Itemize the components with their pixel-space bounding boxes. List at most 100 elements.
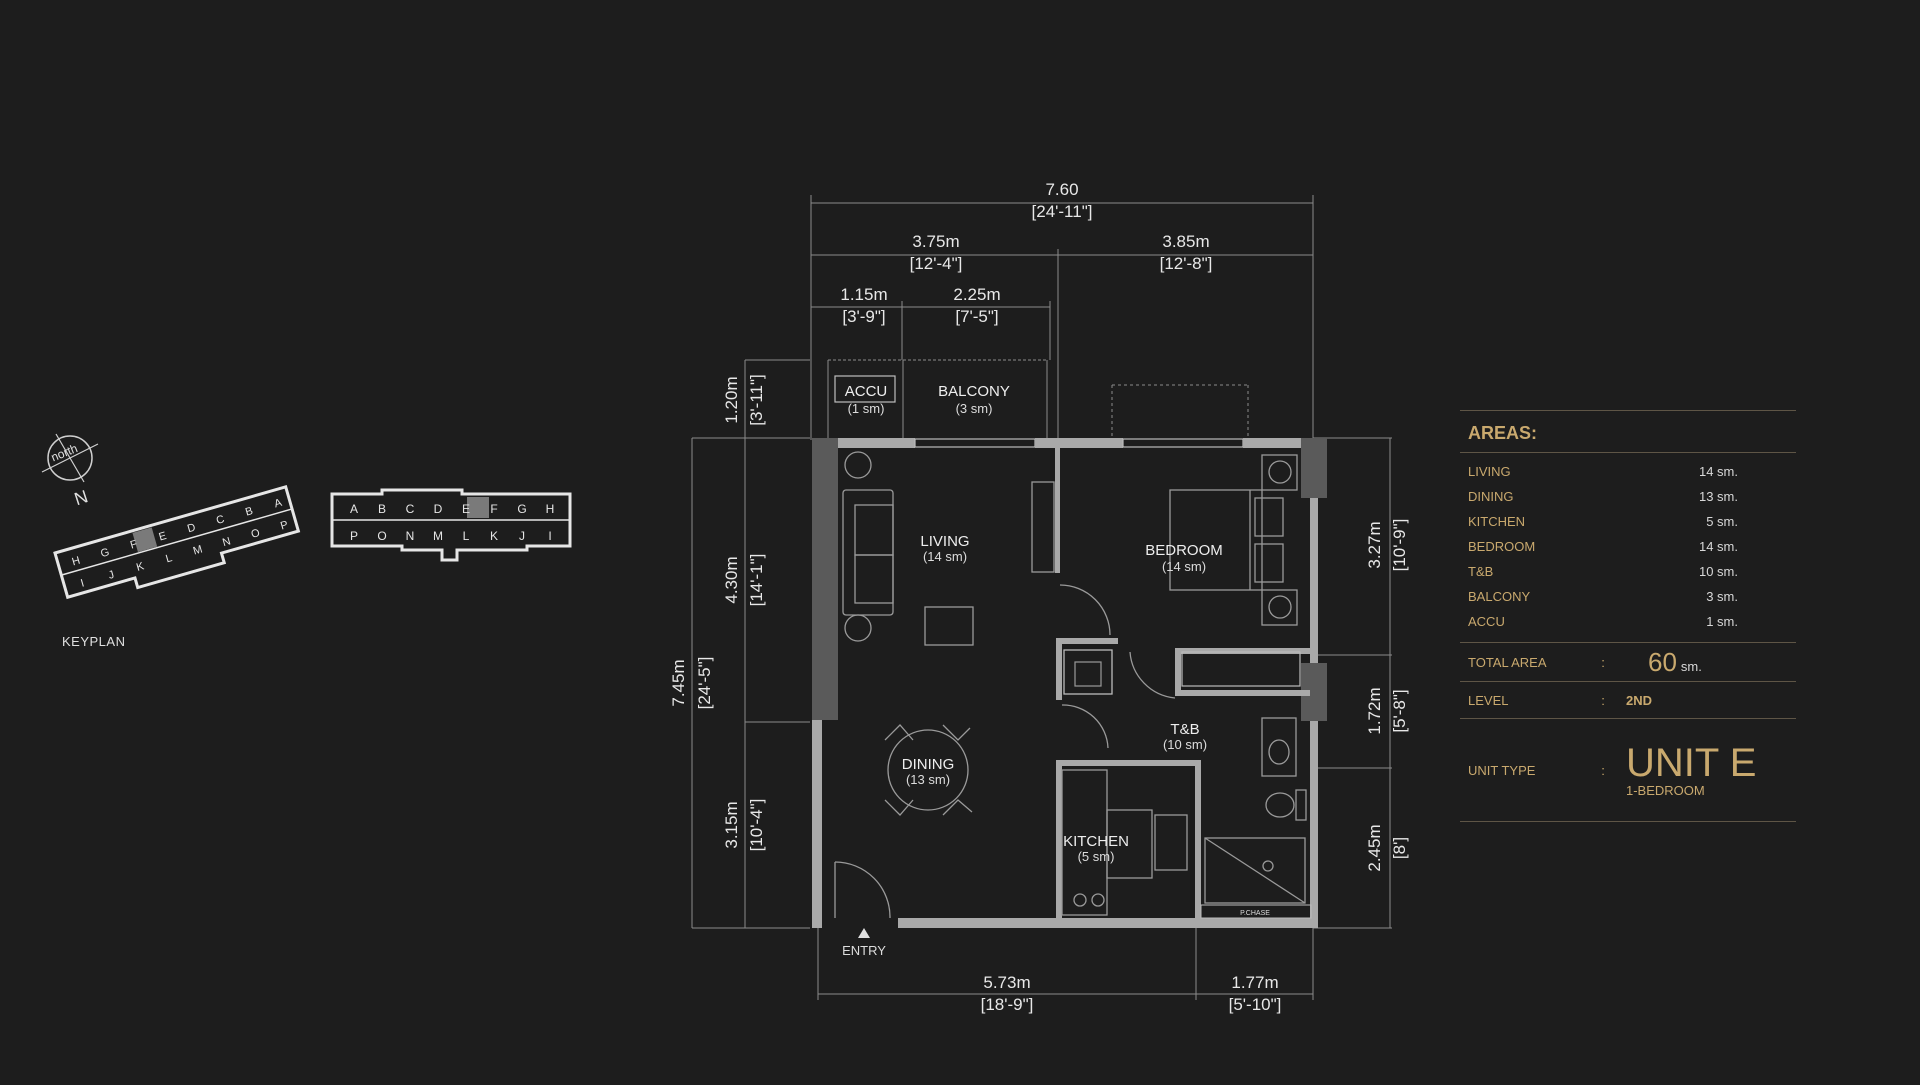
dim-bottom-right-imperial: [5'-10"]: [1229, 995, 1282, 1014]
room-tb-area: (10 sm): [1163, 737, 1207, 752]
dim-accu-width-imperial: [3'-9"]: [842, 307, 885, 326]
dim-living-depth-imperial: [14'-1"]: [747, 554, 766, 607]
area-row-dining: DINING 13 sm.: [1460, 484, 1796, 509]
bedroom-closet: [1181, 651, 1301, 687]
nightstand-bottom: [1261, 589, 1298, 626]
area-value: 14 sm.: [1698, 539, 1738, 554]
keyplan-unit-rt-2: C: [406, 502, 415, 516]
dim-bedroom-depth: 3.27m: [1365, 521, 1384, 568]
keyplan-unit-lb-1: J: [107, 569, 116, 582]
room-balcony-name: BALCONY: [938, 383, 1010, 400]
total-area-unit: sm.: [1680, 658, 1702, 674]
keyplan-label: KEYPLAN: [62, 634, 126, 649]
dim-left-width-imperial: [12'-4"]: [910, 254, 963, 273]
area-name: KITCHEN: [1468, 514, 1526, 529]
keyplan-unit-rb-1: O: [377, 529, 386, 543]
room-dining-area: (13 sm): [906, 772, 950, 787]
keyplan-unit-e-highlight: [132, 527, 158, 553]
kitchen-sink: [1154, 814, 1188, 871]
dim-bottom-left: 5.73m: [983, 973, 1030, 992]
area-value: 1 sm.: [1706, 614, 1738, 629]
window-bedroom: [1122, 438, 1244, 448]
colon: :: [1601, 692, 1605, 708]
keyplan-unit-lb-5: N: [221, 535, 232, 549]
dining-table: [887, 729, 969, 811]
sofa: [842, 489, 894, 616]
dim-dining-depth: 3.15m: [722, 801, 741, 848]
dim-balcony-width: 2.25m: [953, 285, 1000, 304]
entry-arrow-icon: [858, 928, 870, 938]
keyplan-unit-lt-4: D: [186, 522, 197, 536]
keyplan-unit-lt-2: F: [129, 538, 139, 551]
area-row-accu: ACCU 1 sm.: [1460, 609, 1796, 634]
keyplan-unit-lt-1: G: [99, 546, 111, 560]
fridge: [1063, 649, 1113, 695]
area-value: 14 sm.: [1698, 464, 1738, 479]
keyplan-unit-rt-6: G: [517, 502, 526, 516]
room-accu-name: ACCU: [845, 383, 888, 400]
dim-bottom-left-imperial: [18'-9"]: [981, 995, 1034, 1014]
room-labels: ACCU (1 sm) BALCONY (3 sm) LIVING (14 sm…: [842, 383, 1223, 958]
colon: :: [1601, 762, 1605, 778]
level-label: LEVEL: [1468, 692, 1509, 708]
side-table-bottom: [844, 614, 872, 642]
north-compass-icon: north: [41, 433, 99, 483]
keyplan-unit-rb-0: P: [350, 529, 358, 543]
dim-left-width: 3.75m: [912, 232, 959, 251]
coffee-table: [924, 606, 974, 646]
side-table-top: [844, 451, 872, 479]
keyplan-unit-rt-4: E: [462, 502, 470, 516]
dim-overall-width-imperial: [24'-11"]: [1032, 202, 1093, 221]
kitchen-island: [1106, 809, 1153, 879]
keyplan-unit-rt-7: H: [546, 502, 555, 516]
dim-right-width-imperial: [12'-8"]: [1160, 254, 1213, 273]
window-living: [914, 438, 1036, 448]
room-dining-name: DINING: [902, 756, 955, 773]
dim-tb-depth-imperial: [5'-8"]: [1390, 689, 1409, 732]
tv-console: [1031, 481, 1055, 573]
area-row-living: LIVING 14 sm.: [1460, 459, 1796, 484]
dim-balcony-depth: 1.20m: [722, 376, 741, 423]
room-accu-area: (1 sm): [848, 401, 885, 416]
keyplan-unit-rb-7: I: [548, 529, 551, 543]
room-kitchen-area: (5 sm): [1078, 849, 1115, 864]
keyplan-unit-lb-4: M: [192, 543, 204, 557]
room-living-name: LIVING: [920, 533, 969, 550]
unit-type-value: UNIT E: [1626, 740, 1757, 785]
colon: :: [1601, 654, 1605, 670]
keyplan-unit-lt-6: B: [244, 505, 254, 519]
keyplan-unit-e-highlight-right: [467, 497, 489, 518]
area-row-kitchen: KITCHEN 5 sm.: [1460, 509, 1796, 534]
total-area-row: TOTAL AREA : 60 sm.: [1460, 643, 1796, 682]
dimension-lines: 7.60 [24'-11"] 3.75m [12'-4"] 3.85m [12'…: [669, 180, 1409, 1014]
total-area-label: TOTAL AREA: [1468, 654, 1547, 670]
dim-balcony-depth-imperial: [3'-11"]: [747, 374, 766, 426]
unit-type-sub: 1-BEDROOM: [1626, 782, 1705, 798]
keyplan-unit-lb-7: P: [279, 519, 289, 533]
entry-label: ENTRY: [842, 943, 886, 958]
area-name: DINING: [1468, 489, 1514, 504]
dim-tb-depth: 1.72m: [1365, 687, 1384, 734]
dim-overall-depth: 7.45m: [669, 659, 688, 706]
keyplan-unit-rt-0: A: [350, 502, 358, 516]
area-name: T&B: [1468, 564, 1494, 579]
walls: P.CHASE: [812, 359, 1327, 928]
column-left: [812, 438, 838, 720]
area-row-tb: T&B 10 sm.: [1460, 559, 1796, 584]
entry-door-swing: [834, 861, 891, 919]
keyplan-unit-rt-5: F: [490, 502, 497, 516]
dim-bottom-right: 1.77m: [1231, 973, 1278, 992]
keyplan-unit-lb-2: K: [135, 560, 146, 574]
areas-title: AREAS:: [1460, 411, 1796, 453]
column-right-top: [1301, 438, 1327, 498]
dim-right-width: 3.85m: [1162, 232, 1209, 251]
room-balcony-area: (3 sm): [956, 401, 993, 416]
lavatory: [1261, 717, 1297, 777]
area-row-balcony: BALCONY 3 sm.: [1460, 584, 1796, 609]
room-bedroom-area: (14 sm): [1162, 559, 1206, 574]
dim-balcony-width-imperial: [7'-5"]: [955, 307, 998, 326]
keyplan-unit-rb-4: L: [463, 529, 470, 543]
